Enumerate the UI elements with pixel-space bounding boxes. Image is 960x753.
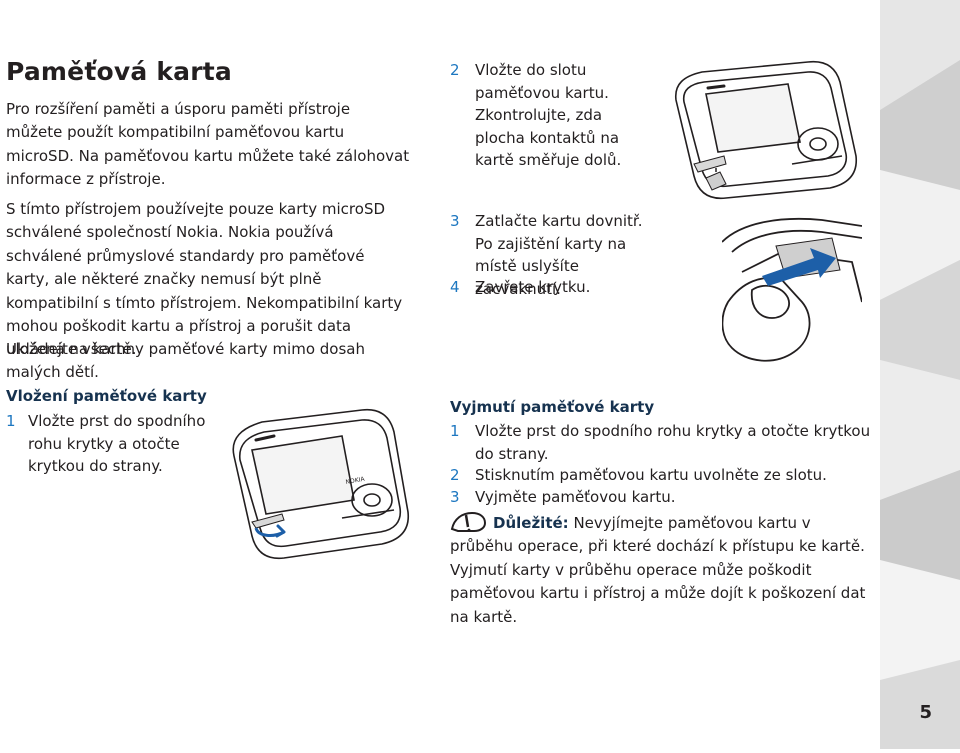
step-text: Vložte prst do spodního rohu krytky a ot… xyxy=(28,412,206,475)
important-label: Důležité: xyxy=(493,514,569,532)
step-number: 3 xyxy=(450,488,460,506)
compatibility-warning: S tímto přístrojem používejte pouze kart… xyxy=(6,200,403,359)
step-number: 1 xyxy=(6,412,16,430)
remove-step-3: 3 Vyjměte paměťovou kartu. xyxy=(450,486,880,509)
phone-brand-label: NOKIA xyxy=(345,476,366,486)
page-title: Paměťová karta xyxy=(6,57,232,86)
phone-open-cover-illustration: NOKIA xyxy=(232,408,409,560)
step-text: Vložte do slotu paměťovou kartu. Zkontro… xyxy=(475,61,622,169)
decorative-sidebar: 5 xyxy=(880,0,960,749)
step-text: Zatlačte kartu dovnitř. Po zajištění kar… xyxy=(475,212,643,298)
page-number: 5 xyxy=(919,702,932,723)
step-number: 3 xyxy=(450,212,460,230)
step-number: 2 xyxy=(450,466,460,484)
card-push-illustration xyxy=(722,217,862,362)
step-number: 2 xyxy=(450,61,460,79)
important-hand-icon xyxy=(450,511,487,532)
step-text: Vložte prst do spodního rohu krytky a ot… xyxy=(475,422,871,463)
step-text: Stisknutím paměťovou kartu uvolněte ze s… xyxy=(475,466,827,484)
remove-step-1: 1 Vložte prst do spodního rohu krytky a … xyxy=(450,420,880,465)
faceted-pattern xyxy=(880,0,960,749)
step-number: 1 xyxy=(450,422,460,440)
step-number: 4 xyxy=(450,278,460,296)
remove-card-heading: Vyjmutí paměťové karty xyxy=(450,398,655,416)
step-text: Vyjměte paměťovou kartu. xyxy=(475,488,676,506)
important-notice: Důležité: Nevyjímejte paměťovou kartu v … xyxy=(450,512,870,629)
step-text: Zavřete krytku. xyxy=(475,278,591,296)
intro-paragraph: Pro rozšíření paměti a úsporu paměti pří… xyxy=(6,100,410,189)
insert-step-3: 3 Zatlačte kartu dovnitř. Po zajištění k… xyxy=(450,210,650,300)
children-safety-note: Ukládejte všechny paměťové karty mimo do… xyxy=(6,340,365,382)
insert-card-heading: Vložení paměťové karty xyxy=(6,387,207,405)
insert-step-1: 1 Vložte prst do spodního rohu krytky a … xyxy=(6,410,206,478)
insert-step-4: 4 Zavřete krytku. xyxy=(450,276,650,299)
phone-insert-card-illustration xyxy=(675,60,857,200)
remove-step-2: 2 Stisknutím paměťovou kartu uvolněte ze… xyxy=(450,464,880,487)
important-text: Nevyjímejte paměťovou kartu v průběhu op… xyxy=(450,514,866,626)
insert-step-2: 2 Vložte do slotu paměťovou kartu. Zkont… xyxy=(450,59,630,172)
